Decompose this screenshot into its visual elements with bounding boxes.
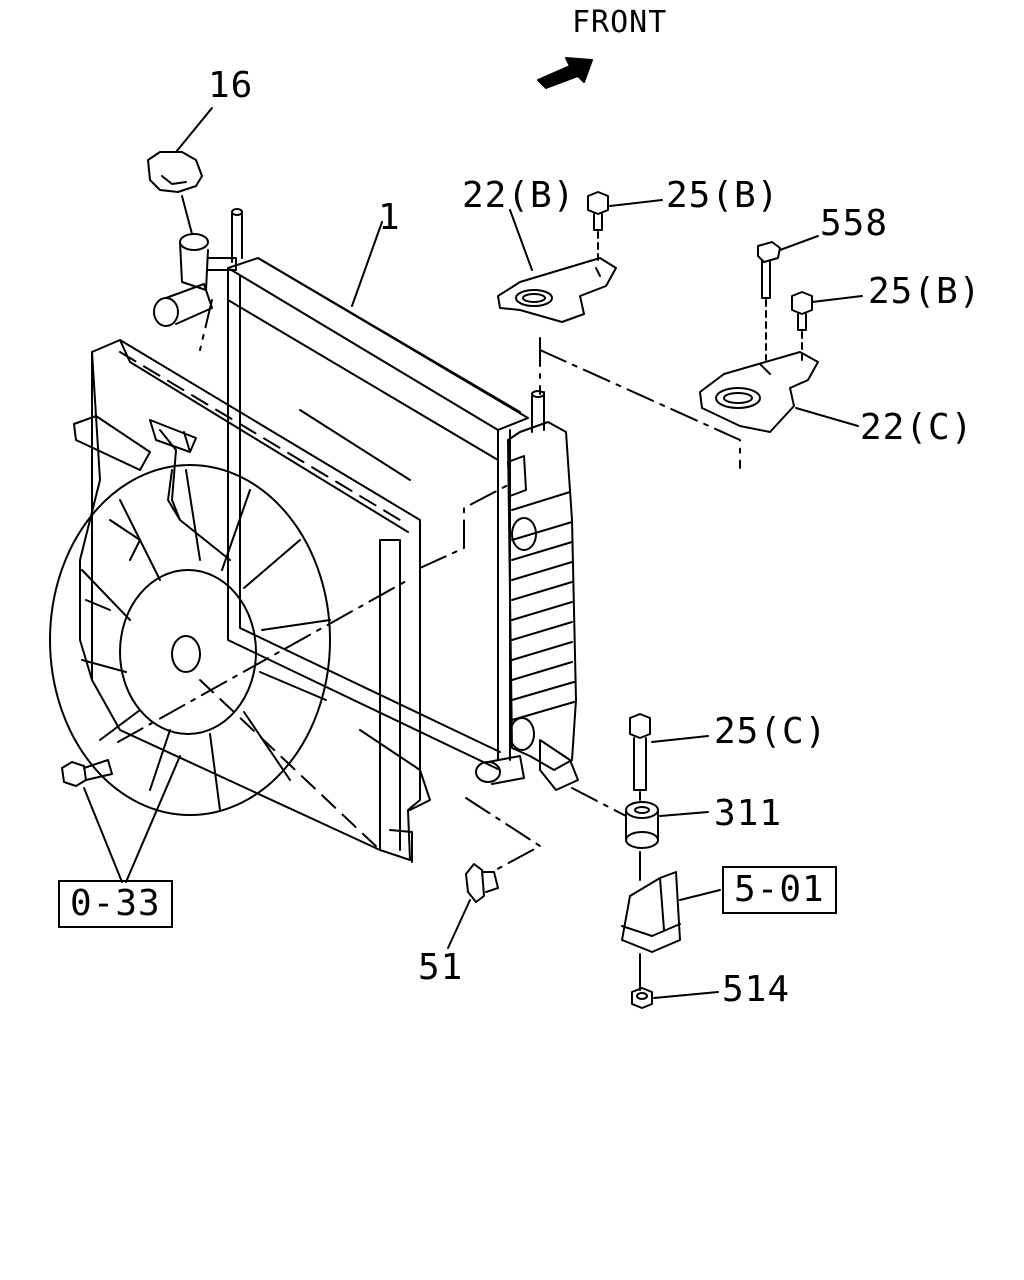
callout-16: 16 bbox=[208, 65, 254, 106]
filler-neck bbox=[153, 208, 243, 327]
upper-bracket-22b bbox=[497, 257, 617, 323]
callout-25b-top: 25(B) bbox=[666, 175, 780, 216]
bolt-25b-top-icon bbox=[587, 191, 609, 263]
lower-outlet-pipe bbox=[475, 755, 525, 785]
callout-558: 558 bbox=[820, 203, 889, 244]
radiator-cap-icon bbox=[147, 151, 203, 193]
front-arrow-icon bbox=[537, 57, 593, 89]
radiator-side-tank bbox=[507, 390, 579, 791]
callout-5-01-reference[interactable]: 5-01 bbox=[722, 866, 837, 914]
grommet-311-icon bbox=[625, 801, 659, 881]
callout-1: 1 bbox=[378, 197, 401, 238]
nut-514-icon bbox=[631, 987, 653, 1009]
assembly-connector-lines bbox=[117, 299, 741, 873]
callout-25c: 25(C) bbox=[714, 711, 828, 752]
bolt-25b-right-icon bbox=[791, 291, 813, 365]
callout-22b: 22(B) bbox=[462, 175, 576, 216]
bolt-25c-icon bbox=[629, 713, 651, 801]
front-orientation-label: FRONT bbox=[572, 5, 668, 40]
fan-shroud bbox=[73, 339, 431, 863]
mount-bracket-5-01 bbox=[621, 871, 681, 991]
callout-22c: 22(C) bbox=[860, 407, 974, 448]
fan-motor-wire bbox=[149, 419, 231, 561]
pin-558-icon bbox=[757, 241, 781, 361]
bolt-0-33-icon bbox=[61, 759, 113, 787]
callout-25b-right: 25(B) bbox=[868, 271, 982, 312]
callout-51: 51 bbox=[418, 947, 464, 988]
side-bracket-22c bbox=[699, 351, 819, 433]
drain-plug-51-icon bbox=[465, 863, 499, 903]
callout-311: 311 bbox=[714, 793, 783, 834]
leader-lines bbox=[83, 107, 863, 999]
callout-0-33-reference[interactable]: 0-33 bbox=[58, 880, 173, 928]
callout-514: 514 bbox=[722, 969, 791, 1010]
